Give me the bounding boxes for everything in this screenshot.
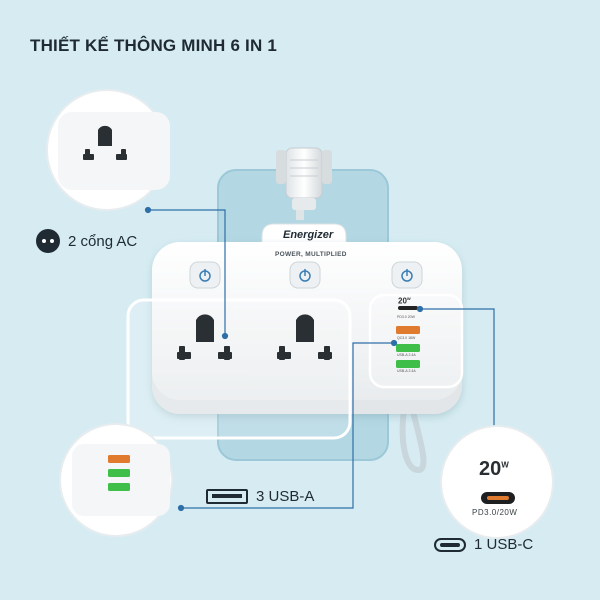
- usb-c-callout-label: 1 USB-C: [474, 536, 534, 553]
- usbc-badge-small: 20W: [398, 296, 411, 306]
- ac-socket-icon: [177, 314, 232, 360]
- brand-tagline: POWER, MULTIPLIED: [275, 251, 347, 258]
- usb-a-callout: 3 USB-A: [206, 488, 314, 505]
- usb-a-callout-label: 3 USB-A: [256, 488, 315, 505]
- usb-a-icon: [206, 489, 248, 504]
- ac-callout-label: 2 cổng AC: [68, 232, 138, 250]
- usb-c-callout: 1 USB-C: [434, 536, 533, 553]
- page-title: THIẾT KẾ THÔNG MINH 6 IN 1: [30, 36, 277, 55]
- plug-head: [276, 147, 332, 210]
- power-button-2[interactable]: [289, 261, 321, 289]
- usb-highlight-frame: [368, 293, 464, 389]
- side-cable: [399, 399, 427, 474]
- ac-socket-icon: [36, 229, 60, 253]
- power-button-3[interactable]: [391, 261, 423, 289]
- usb-c-zoom-circle: [440, 425, 554, 539]
- usbc-badge-large: 20W: [479, 458, 509, 480]
- usb-port-stack: [396, 306, 420, 368]
- usbc-spec-label: PD3.0/20W: [472, 508, 518, 517]
- port-label-usbc: PD3.0 20W: [397, 315, 415, 319]
- power-button-1[interactable]: [189, 261, 221, 289]
- brand-logo: Energizer: [283, 229, 334, 241]
- port-label-usba1: QC3.0 18W: [397, 336, 416, 340]
- port-label-usba2: USB-A 2.4A: [397, 353, 416, 357]
- ac-callout: 2 cổng AC: [36, 229, 137, 253]
- callout-lines: [144, 206, 498, 512]
- usb-a-zoom-circle: [59, 423, 173, 537]
- ac-zoom-circle: [46, 89, 170, 211]
- ac-socket-icon: [277, 314, 332, 360]
- port-label-usba3: USB-A 2.4A: [397, 369, 416, 373]
- ac-highlight-frame: [126, 298, 352, 440]
- usb-c-icon: [434, 537, 466, 552]
